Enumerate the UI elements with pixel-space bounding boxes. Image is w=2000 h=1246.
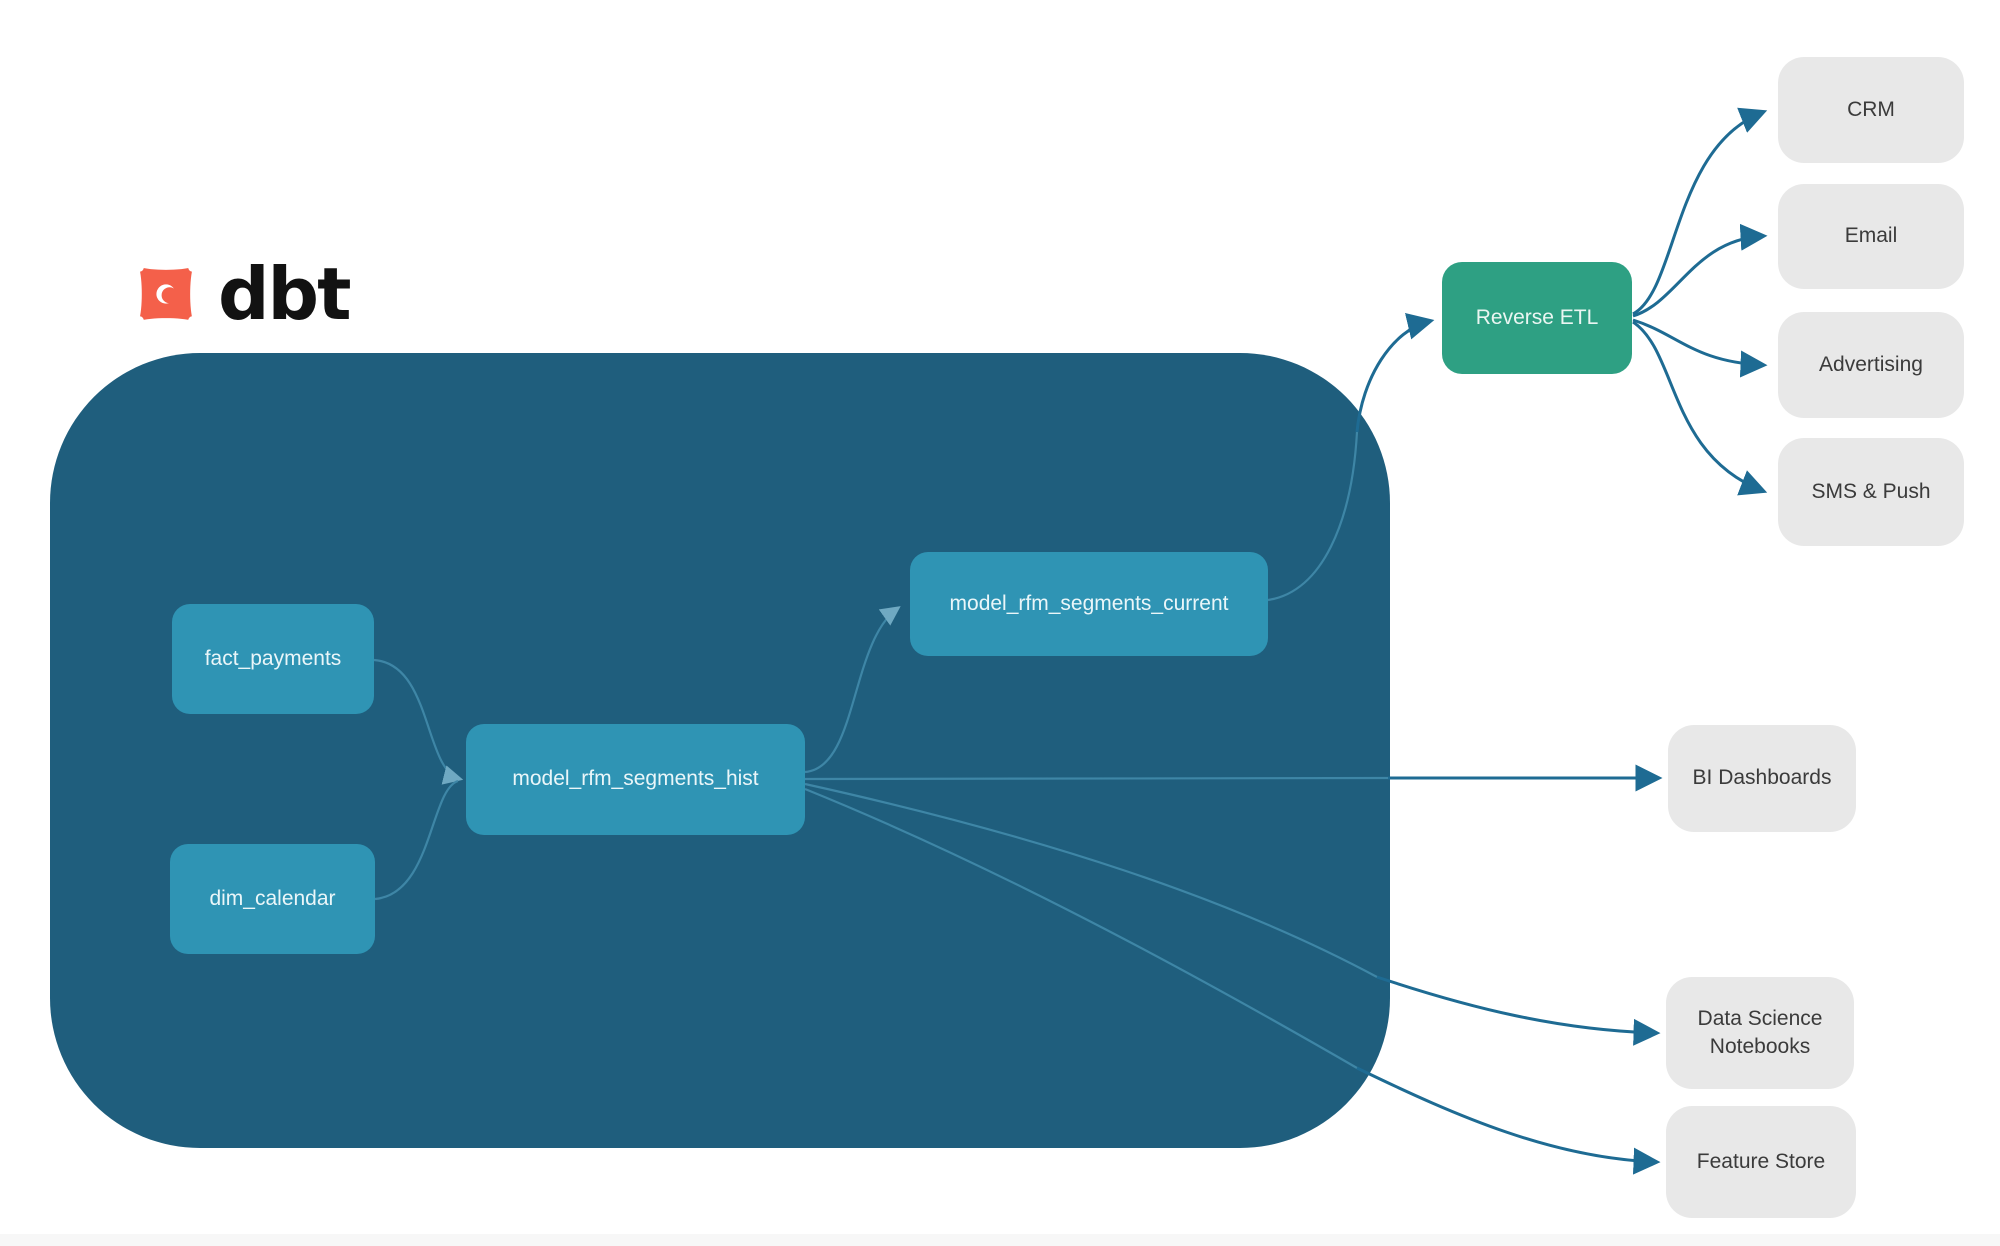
node-label: SMS & Push xyxy=(1811,479,1931,503)
edge-into-reverse-etl xyxy=(1355,313,1435,433)
node-label: Email xyxy=(1844,224,1898,248)
edge-reverse-etl-to-sms-push xyxy=(1632,320,1768,496)
node-label: model_rfm_segments_current xyxy=(949,591,1229,615)
node-crm: CRM xyxy=(1778,57,1964,163)
node-label: CRM xyxy=(1847,97,1895,121)
node-email: Email xyxy=(1778,184,1964,289)
dbt-star-icon xyxy=(135,263,197,325)
node-label: fact_payments xyxy=(204,646,342,670)
dbt-logo-text: dbt xyxy=(218,252,351,336)
edge-to-feature-store xyxy=(1356,1066,1661,1175)
edge-to-data-science-notebooks xyxy=(1376,975,1661,1046)
dbt-logo: dbt xyxy=(126,252,351,336)
node-bi-dashboards: BI Dashboards xyxy=(1668,725,1856,832)
node-label: Data Science Notebooks xyxy=(1697,1006,1823,1058)
node-sms-push: SMS & Push xyxy=(1778,438,1964,546)
edge-reverse-etl-to-crm xyxy=(1632,107,1768,316)
node-model-rfm-segments-current: model_rfm_segments_current xyxy=(910,552,1268,656)
node-reverse-etl: Reverse ETL xyxy=(1442,262,1632,374)
node-label: model_rfm_segments_hist xyxy=(512,767,759,791)
node-data-science-notebooks: Data Science Notebooks xyxy=(1666,977,1854,1089)
node-label: Feature Store xyxy=(1696,1149,1826,1173)
node-fact-payments: fact_payments xyxy=(172,604,374,714)
node-label: dim_calendar xyxy=(209,886,336,910)
node-advertising: Advertising xyxy=(1778,312,1964,418)
node-label: BI Dashboards xyxy=(1692,766,1832,790)
bottom-strip xyxy=(0,1234,2000,1246)
node-feature-store: Feature Store xyxy=(1666,1106,1856,1218)
edge-reverse-etl-to-email xyxy=(1632,223,1768,318)
node-dim-calendar: dim_calendar xyxy=(170,844,375,954)
edge-reverse-etl-to-advertising xyxy=(1632,318,1768,378)
node-model-rfm-segments-hist: model_rfm_segments_hist xyxy=(466,724,805,835)
node-label: Reverse ETL xyxy=(1475,305,1599,329)
node-label: Advertising xyxy=(1819,352,1923,376)
